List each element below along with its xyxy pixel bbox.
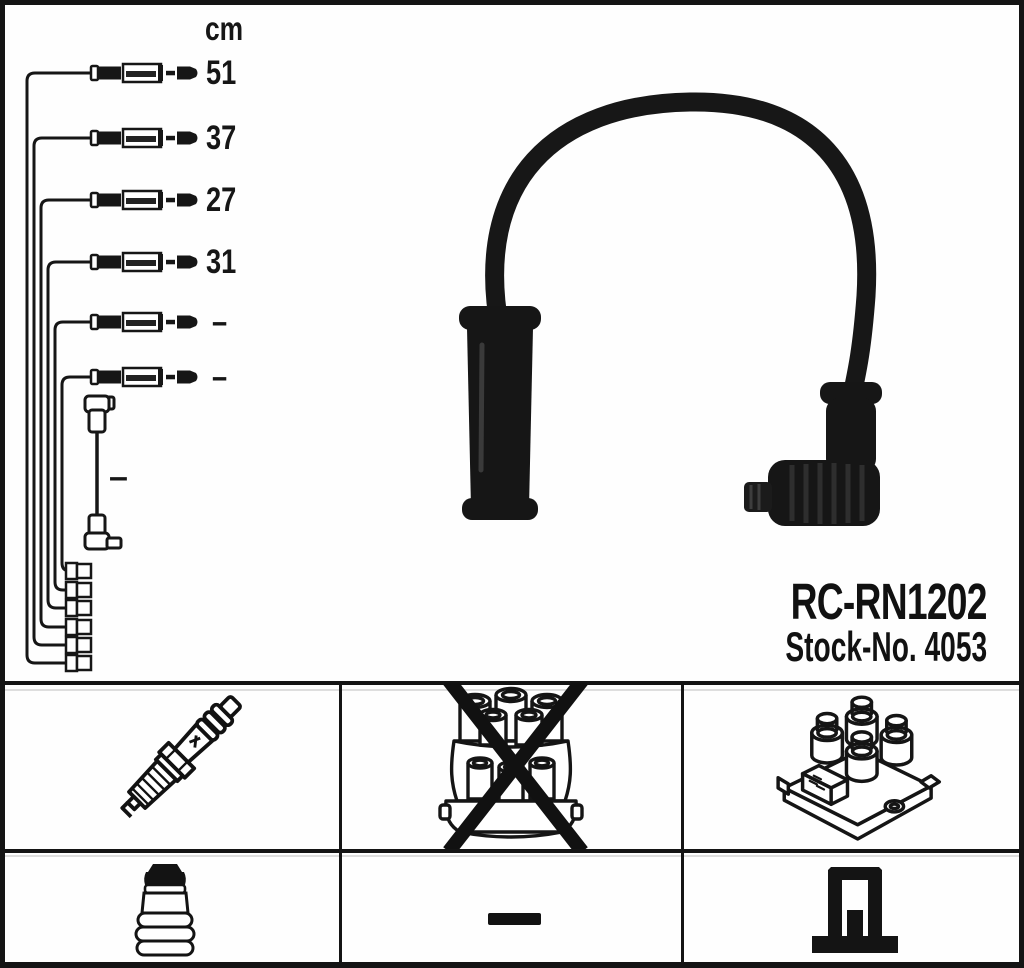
coil-wire-length: –: [109, 458, 128, 496]
cable-run-4: [46, 260, 93, 610]
frame-border-left: [0, 0, 5, 968]
panel-coil-tower: [800, 860, 910, 960]
cable-length-3: 27: [206, 181, 237, 219]
coil-end-plug: [64, 617, 93, 637]
grid-divider-right: [681, 683, 684, 963]
ignition-cable-photo: [459, 92, 882, 526]
connector-row-5: [89, 311, 198, 333]
connector-row-1: [89, 62, 198, 84]
coil-end-plug: [64, 653, 93, 673]
coil-end-plug: [64, 635, 93, 655]
coil-elbow-boot: [744, 382, 882, 526]
cable-run-5: [53, 320, 93, 592]
cable-length-diagram: [25, 62, 198, 673]
cable-length-6: –: [212, 358, 228, 396]
plug-terminal-icon: [134, 864, 196, 957]
cable-run-2: [32, 136, 93, 647]
stock-number: Stock-No. 4053: [785, 623, 987, 670]
grid-separator-middle: [0, 849, 1024, 853]
connector-row-3: [89, 189, 198, 211]
cable-end-connectors: [89, 62, 198, 388]
panel-spark-plug: [5, 685, 339, 849]
cable-length-2: 37: [206, 119, 237, 157]
coil-end-plug: [64, 598, 93, 618]
coil-wire-drawing: [83, 394, 123, 551]
cable-run-3: [39, 198, 93, 629]
frame-border-right: [1019, 0, 1024, 968]
cross-out-x-icon: [443, 683, 588, 849]
plug-boot: [459, 306, 541, 520]
grid-separator-top: [0, 681, 1024, 685]
spark-plug-icon: [120, 695, 242, 819]
coil-end-plug: [64, 580, 93, 600]
cable-run-1: [25, 71, 93, 665]
grid-divider-left: [339, 683, 342, 963]
frame-border-bottom: [0, 962, 1024, 968]
ignition-coil-icon: [776, 695, 942, 841]
coil-end-plug: [64, 561, 93, 581]
grid-separator-middle-shadow: [5, 855, 1019, 857]
cable-length-5: –: [212, 303, 228, 341]
frame-border-top: [0, 0, 1024, 5]
panel-distributor-cap: [342, 683, 681, 849]
panel-plug-terminal: [130, 858, 210, 960]
connector-row-6: [89, 366, 198, 388]
connector-row-4: [89, 251, 198, 273]
panel-dash: [342, 853, 681, 962]
coil-end-plug-stack: [64, 561, 93, 673]
length-unit-label: cm: [205, 10, 244, 47]
part-number: RC-RN1202: [790, 573, 988, 630]
cable-length-1: 51: [206, 54, 237, 92]
coil-tower-icon: [812, 867, 898, 953]
cable-arc: [485, 92, 877, 410]
distributor-cap-icon: [438, 683, 588, 849]
panel-ignition-coil: [684, 683, 1019, 849]
dash-icon: [488, 913, 541, 925]
connector-row-2: [89, 127, 198, 149]
cable-length-4: 31: [206, 243, 237, 281]
